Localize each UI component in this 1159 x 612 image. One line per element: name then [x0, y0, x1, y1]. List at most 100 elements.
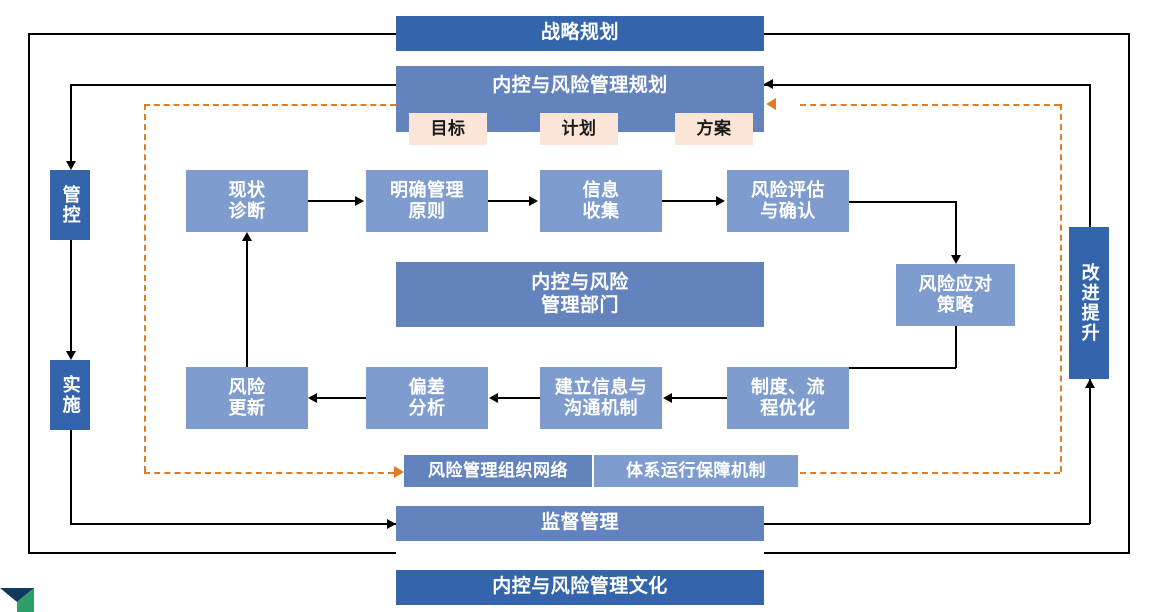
bar-supervision[interactable]: 监督管理 — [396, 506, 764, 541]
node-risk-response-strategy[interactable]: 风险应对 策略 — [896, 264, 1015, 326]
tag-plan[interactable]: 计划 — [540, 113, 618, 145]
connector-update-to-diagnosis-arrow — [242, 232, 252, 241]
connector-top-1-arrow — [355, 196, 364, 206]
connector-top-2-arrow — [529, 196, 538, 206]
node-information-collection-line2: 收集 — [582, 201, 620, 221]
inner-frame-bottom-left — [70, 523, 396, 525]
bar-supervision-in-arrow — [387, 519, 396, 529]
node-risk-assessment[interactable]: 风险评估 与确认 — [727, 170, 849, 232]
inner-frame-top-left — [70, 84, 396, 86]
connector-assessment-to-strategy-v — [955, 201, 957, 259]
connector-top-1 — [308, 200, 356, 202]
right-rail-arrow-into-plan-header — [764, 79, 773, 89]
node-management-principles-line1: 明确管理 — [390, 179, 464, 200]
left-rail-arrow-into-implement — [66, 351, 76, 360]
node-risk-update-line2: 更新 — [228, 398, 266, 418]
left-rail-line-upper — [70, 84, 72, 168]
rail-implement-label: 实施 — [60, 375, 81, 415]
connector-bottom-3-arrow — [308, 393, 317, 403]
tag-objective-label: 目标 — [430, 118, 466, 138]
bar-plan-header-label: 内控与风险管理规划 — [492, 75, 668, 96]
bar-strategy-label: 战略规划 — [540, 22, 619, 44]
tag-plan-label: 计划 — [561, 118, 597, 138]
node-risk-response-strategy-line1: 风险应对 — [918, 273, 993, 294]
left-rail-arrow-into-control — [66, 161, 76, 170]
connector-top-3-arrow — [716, 196, 725, 206]
connector-assessment-to-strategy-arrow — [951, 255, 961, 264]
right-rail-arrow-into-improve — [1085, 379, 1095, 388]
connector-top-3 — [662, 200, 717, 202]
rail-improve-label: 改进提升 — [1079, 263, 1100, 343]
node-risk-assessment-line1: 风险评估 — [751, 179, 825, 200]
node-risk-assessment-line2: 与确认 — [760, 201, 816, 221]
node-internal-control-department[interactable]: 内控与风险 管理部门 — [396, 262, 764, 327]
bar-operation-guarantee-label: 体系运行保障机制 — [626, 460, 766, 480]
node-deviation-analysis-line1: 偏差 — [408, 376, 446, 397]
connector-assessment-to-strategy-h — [849, 201, 956, 203]
node-internal-control-department-line2: 管理部门 — [540, 294, 619, 316]
node-management-principles[interactable]: 明确管理 原则 — [366, 170, 488, 232]
bar-risk-network[interactable]: 风险管理组织网络 — [404, 455, 592, 487]
bar-risk-network-label: 风险管理组织网络 — [428, 460, 568, 480]
connector-bottom-1-arrow — [663, 393, 672, 403]
node-communication-mechanism[interactable]: 建立信息与 沟通机制 — [540, 367, 662, 429]
node-risk-update-line1: 风险 — [228, 376, 266, 397]
outer-frame-bottom-left — [28, 552, 396, 554]
node-internal-control-department-line1: 内控与风险 — [531, 272, 629, 294]
outer-frame-bottom-right — [764, 552, 1130, 554]
dashed-frame-top-right — [800, 104, 1060, 106]
rail-implement[interactable]: 实施 — [50, 360, 90, 430]
node-communication-mechanism-line2: 沟通机制 — [564, 398, 638, 418]
bar-culture[interactable]: 内控与风险管理文化 — [396, 570, 764, 605]
node-status-diagnosis[interactable]: 现状 诊断 — [186, 170, 308, 232]
inner-frame-bottom-right — [764, 523, 1090, 525]
right-rail-line-upper — [1089, 84, 1091, 226]
connector-bottom-1 — [672, 397, 727, 399]
node-risk-update[interactable]: 风险 更新 — [186, 367, 308, 429]
node-deviation-analysis[interactable]: 偏差 分析 — [366, 367, 488, 429]
connector-bottom-2 — [498, 397, 540, 399]
tag-scheme[interactable]: 方案 — [675, 113, 753, 145]
bar-operation-guarantee[interactable]: 体系运行保障机制 — [594, 455, 798, 487]
right-rail-line-lower — [1089, 386, 1091, 523]
corner-logo-icon — [0, 588, 34, 612]
dashed-arrow-into-plan-header — [766, 98, 776, 110]
connector-top-2 — [488, 200, 530, 202]
dashed-frame-bottom-right — [800, 472, 1060, 474]
dashed-frame-right — [1060, 104, 1062, 472]
node-information-collection-line1: 信息 — [582, 179, 620, 200]
node-information-collection[interactable]: 信息 收集 — [540, 170, 662, 232]
outer-frame-top-right — [764, 33, 1130, 35]
node-management-principles-line2: 原则 — [408, 201, 446, 221]
node-communication-mechanism-line1: 建立信息与 — [554, 376, 648, 397]
node-deviation-analysis-line2: 分析 — [408, 398, 446, 418]
connector-update-to-diagnosis — [246, 239, 248, 367]
inner-frame-top-right — [764, 84, 1090, 86]
rail-control-label: 管控 — [60, 185, 81, 225]
node-process-optimization-line2: 程优化 — [760, 398, 816, 418]
rail-control[interactable]: 管控 — [50, 170, 90, 240]
connector-strategy-to-process-h — [849, 367, 956, 369]
node-risk-response-strategy-line2: 策略 — [937, 295, 974, 315]
dashed-frame-bottom-left — [144, 472, 394, 474]
outer-frame-left — [28, 33, 30, 553]
node-process-optimization-line1: 制度、流 — [751, 376, 825, 397]
connector-bottom-2-arrow — [489, 393, 498, 403]
dashed-frame-top-left — [144, 104, 396, 106]
dashed-frame-left — [144, 104, 146, 472]
outer-frame-right — [1128, 33, 1130, 553]
dashed-arrow-into-support-bar — [394, 466, 404, 478]
left-rail-line-lower — [70, 430, 72, 523]
outer-frame-top-left — [28, 33, 396, 35]
node-status-diagnosis-line2: 诊断 — [228, 201, 266, 221]
bar-culture-label: 内控与风险管理文化 — [492, 576, 668, 598]
rail-improve[interactable]: 改进提升 — [1069, 227, 1109, 379]
tag-objective[interactable]: 目标 — [409, 113, 487, 145]
connector-strategy-to-process-v — [955, 326, 957, 368]
connector-bottom-3 — [317, 397, 366, 399]
bar-supervision-label: 监督管理 — [540, 512, 619, 534]
node-process-optimization[interactable]: 制度、流 程优化 — [727, 367, 849, 429]
tag-scheme-label: 方案 — [696, 118, 732, 138]
bar-strategy[interactable]: 战略规划 — [396, 16, 764, 51]
